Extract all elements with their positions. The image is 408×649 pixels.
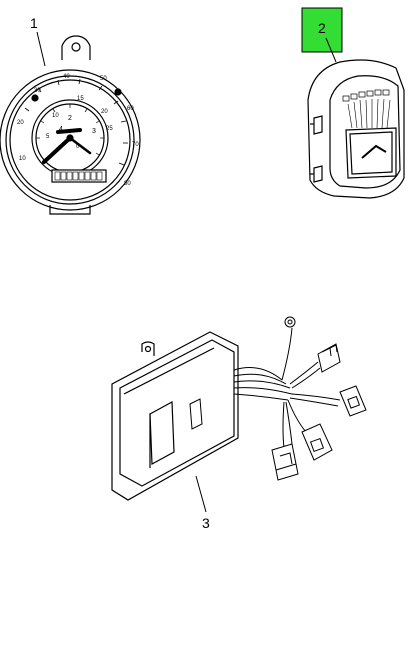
display-module (307, 59, 405, 199)
callout-label: 2 (318, 20, 326, 36)
inner-tick-label: 15 (77, 96, 84, 102)
outer-tick-label: 80 (124, 181, 131, 187)
outer-tick-marks (24, 78, 128, 166)
connector-c (301, 423, 333, 461)
callout-2: 2 (301, 7, 343, 63)
inner-tick-label: 10 (52, 113, 59, 119)
outer-tick-label: 70 (132, 142, 139, 148)
gauge-outer-labels: 10 20 30 40 50 60 70 80 (17, 74, 139, 187)
callout-label: 1 (30, 15, 38, 31)
inner-tick-label: 25 (106, 126, 113, 132)
connector-a (317, 343, 341, 373)
inner-tick-label: 20 (101, 109, 108, 115)
inner-tick-label: 5 (46, 134, 50, 140)
small-label: 2 (68, 115, 72, 122)
outer-tick-label: 50 (100, 76, 107, 82)
small-label: 4 (59, 126, 63, 133)
gauge-hands (42, 128, 92, 164)
callout-1: 1 (30, 15, 46, 67)
tachograph-gauge (0, 35, 141, 215)
gauge-inner-labels: 0 5 10 15 20 25 2 3 4 (46, 96, 113, 150)
connector-b (339, 385, 367, 417)
inner-tick-label: 0 (76, 144, 80, 150)
outer-tick-label: 30 (34, 88, 41, 94)
callout-highlight-box (301, 7, 343, 53)
callout-3: 3 (195, 475, 210, 531)
small-label: 3 (92, 128, 96, 135)
outer-tick-label: 40 (63, 74, 70, 80)
control-module (111, 331, 239, 501)
wire-harness (233, 316, 367, 481)
callout-label: 3 (202, 515, 210, 531)
outer-tick-label: 60 (127, 106, 134, 112)
outer-tick-label: 10 (19, 156, 26, 162)
outer-tick-label: 20 (17, 120, 24, 126)
connector-d (271, 443, 299, 481)
